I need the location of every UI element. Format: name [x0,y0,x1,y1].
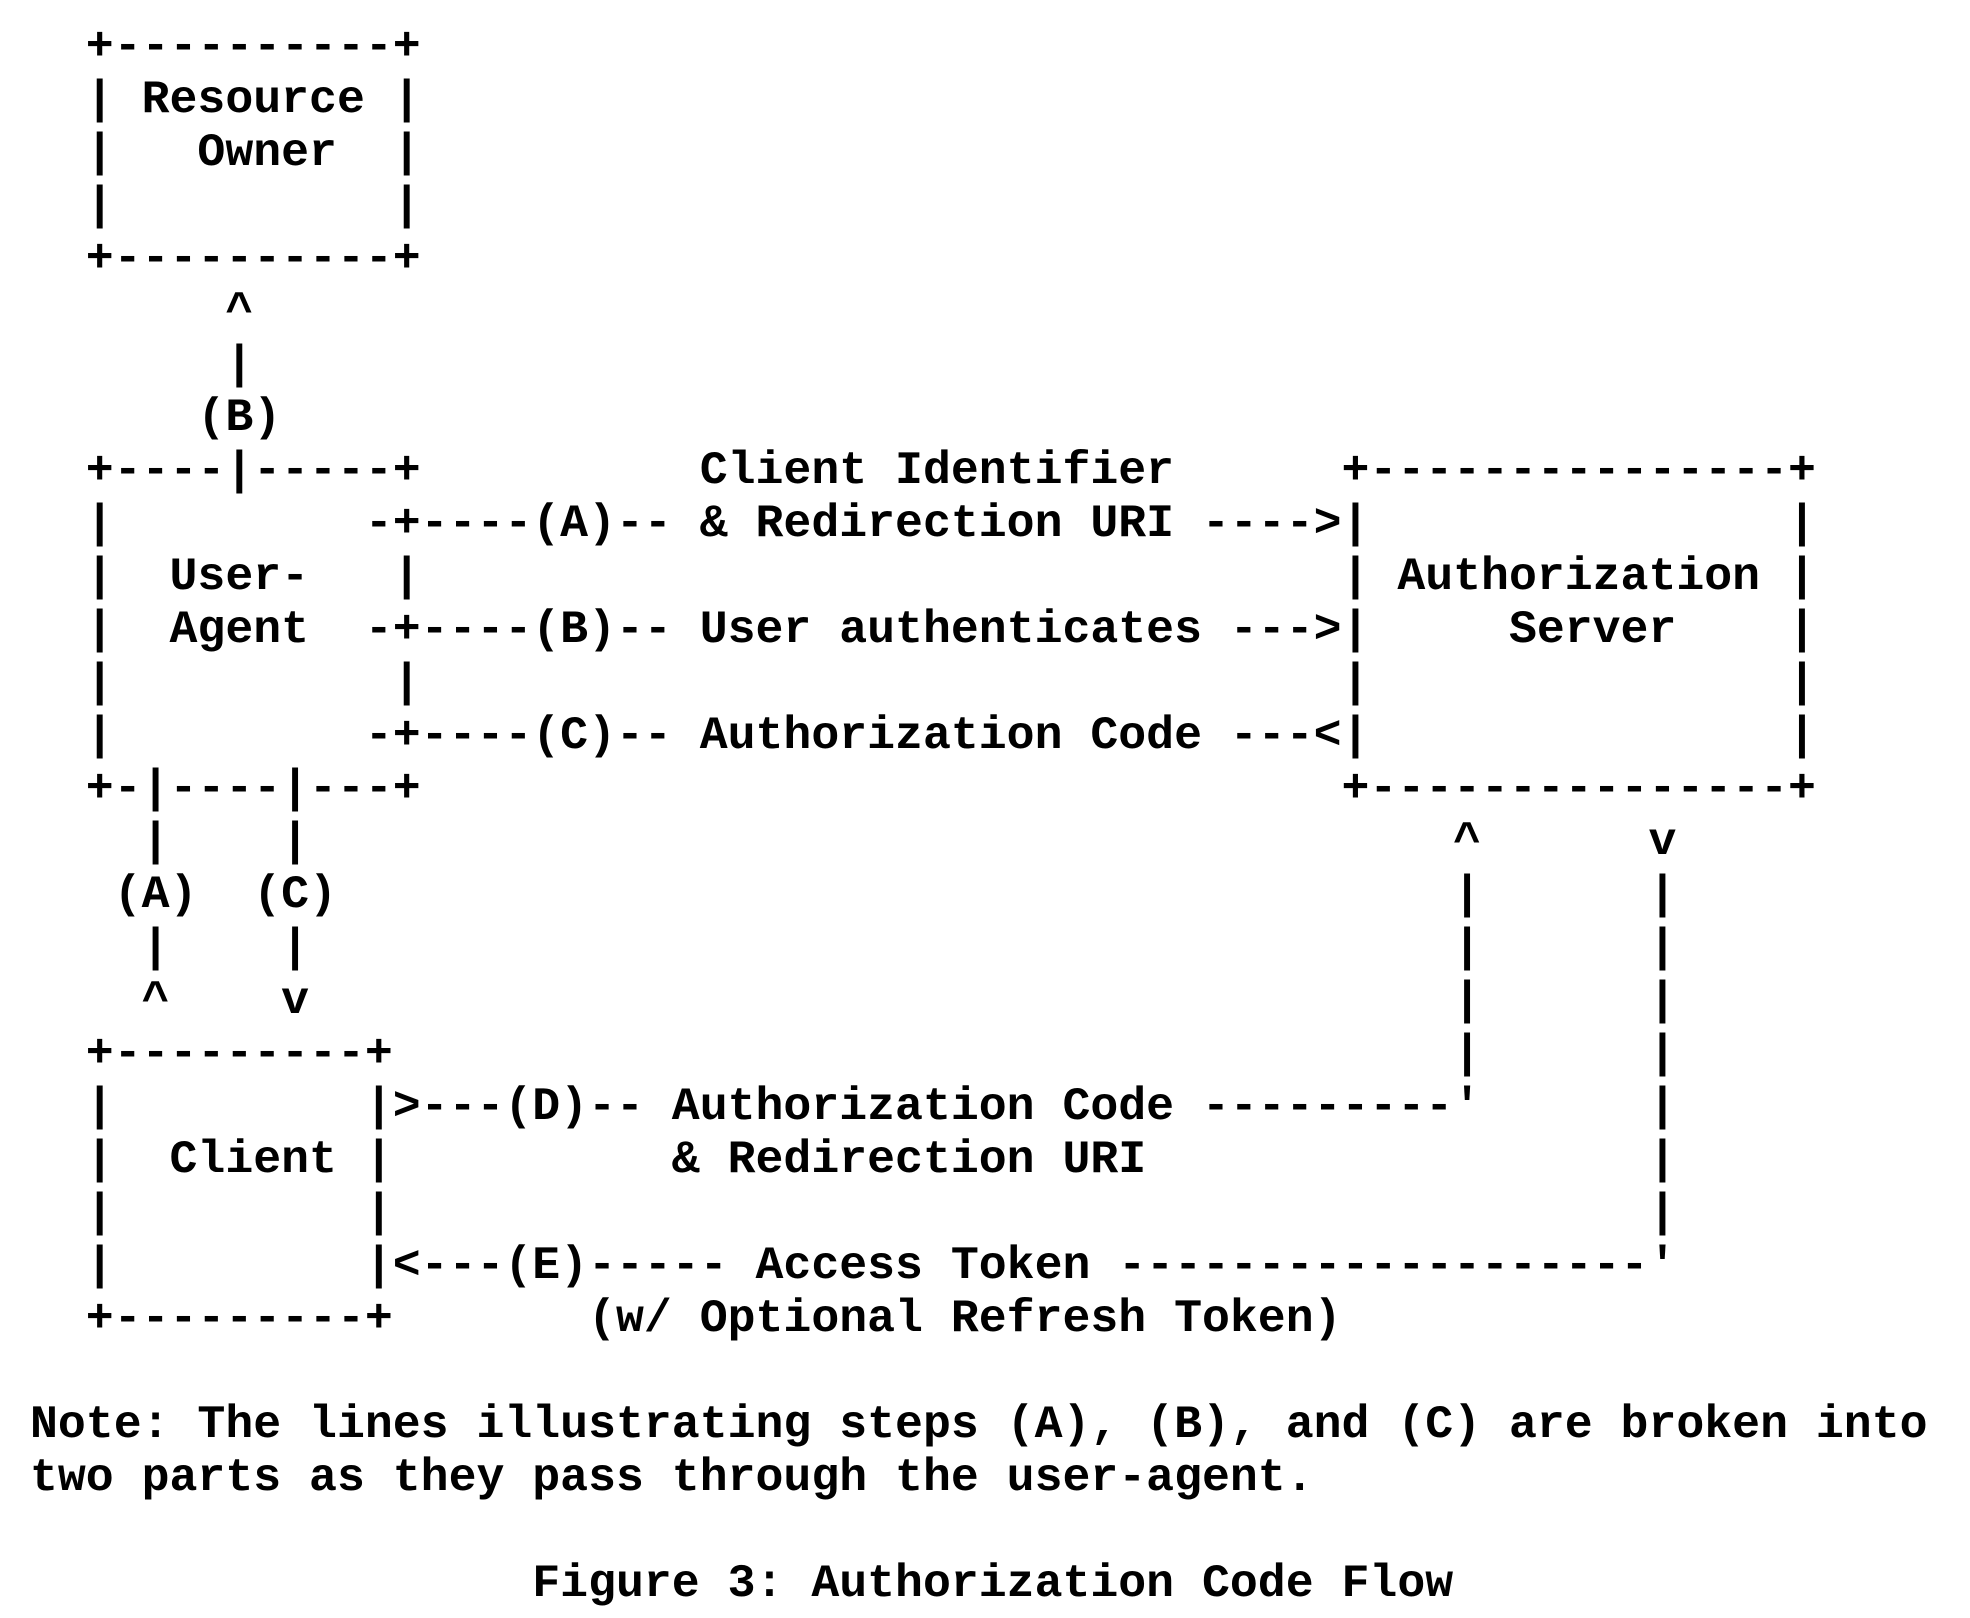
figure-note: Note: The lines illustrating steps (A), … [30,1398,1928,1504]
figure-caption: Figure 3: Authorization Code Flow [532,1557,1454,1610]
authorization-code-flow-ascii-diagram: +----------+ | Resource | | Owner | | | … [85,20,1816,1345]
